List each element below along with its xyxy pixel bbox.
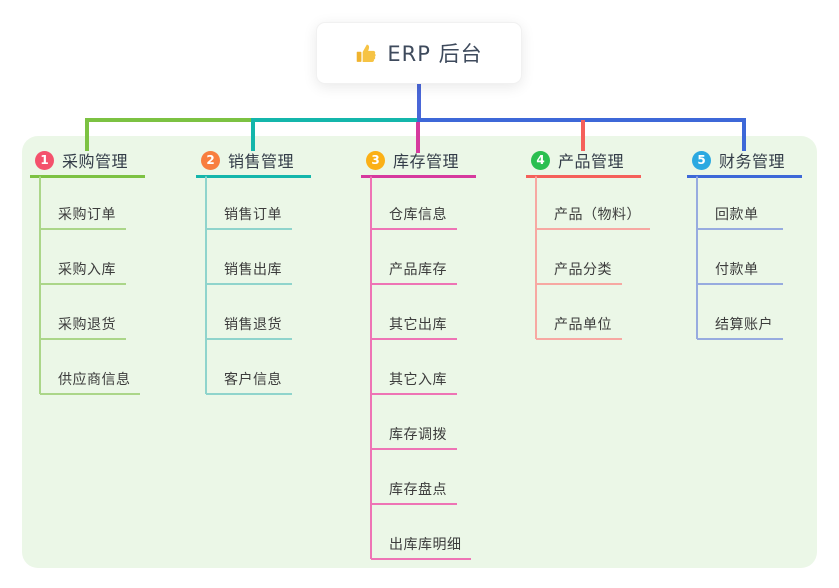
- branch-title: 财务管理: [719, 152, 786, 171]
- child-node[interactable]: 其它入库: [389, 372, 447, 388]
- branch-number-badge: 4: [531, 150, 550, 170]
- branch-number-badge: 3: [366, 150, 385, 170]
- branch-title: 销售管理: [228, 152, 295, 171]
- child-node[interactable]: 销售退货: [224, 317, 282, 333]
- branch-title: 产品管理: [558, 152, 625, 171]
- child-node[interactable]: 结算账户: [715, 317, 773, 333]
- child-node[interactable]: 客户信息: [224, 372, 282, 388]
- branch-header-5[interactable]: 5 财务管理: [692, 147, 785, 173]
- branch-header-3[interactable]: 3 库存管理: [366, 147, 459, 173]
- branch-header-1[interactable]: 1 采购管理: [35, 147, 128, 173]
- child-node[interactable]: 仓库信息: [389, 207, 447, 223]
- child-node[interactable]: 出库库明细: [389, 537, 462, 553]
- branch-header-4[interactable]: 4 产品管理: [531, 147, 624, 173]
- branch-number-badge: 1: [35, 150, 54, 170]
- child-node[interactable]: 销售订单: [224, 207, 282, 223]
- child-node[interactable]: 产品（物料）: [554, 207, 641, 223]
- child-node[interactable]: 采购入库: [58, 262, 116, 278]
- child-node[interactable]: 库存盘点: [389, 482, 447, 498]
- root-node-label: ERP 后台: [387, 42, 483, 66]
- root-node[interactable]: ERP 后台: [316, 22, 522, 84]
- branch-header-2[interactable]: 2 销售管理: [201, 147, 294, 173]
- child-node[interactable]: 供应商信息: [58, 372, 131, 388]
- thumbs-up-icon: [355, 42, 378, 65]
- branches-panel: [22, 136, 817, 568]
- child-node[interactable]: 回款单: [715, 207, 759, 223]
- child-node[interactable]: 采购订单: [58, 207, 116, 223]
- child-node[interactable]: 产品分类: [554, 262, 612, 278]
- child-node[interactable]: 产品单位: [554, 317, 612, 333]
- branch-number-badge: 5: [692, 150, 711, 170]
- child-node[interactable]: 付款单: [715, 262, 759, 278]
- branch-title: 库存管理: [393, 152, 460, 171]
- child-node[interactable]: 库存调拨: [389, 427, 447, 443]
- branch-number-badge: 2: [201, 150, 220, 170]
- child-node[interactable]: 采购退货: [58, 317, 116, 333]
- child-node[interactable]: 产品库存: [389, 262, 447, 278]
- branch-title: 采购管理: [62, 152, 129, 171]
- child-node[interactable]: 其它出库: [389, 317, 447, 333]
- child-node[interactable]: 销售出库: [224, 262, 282, 278]
